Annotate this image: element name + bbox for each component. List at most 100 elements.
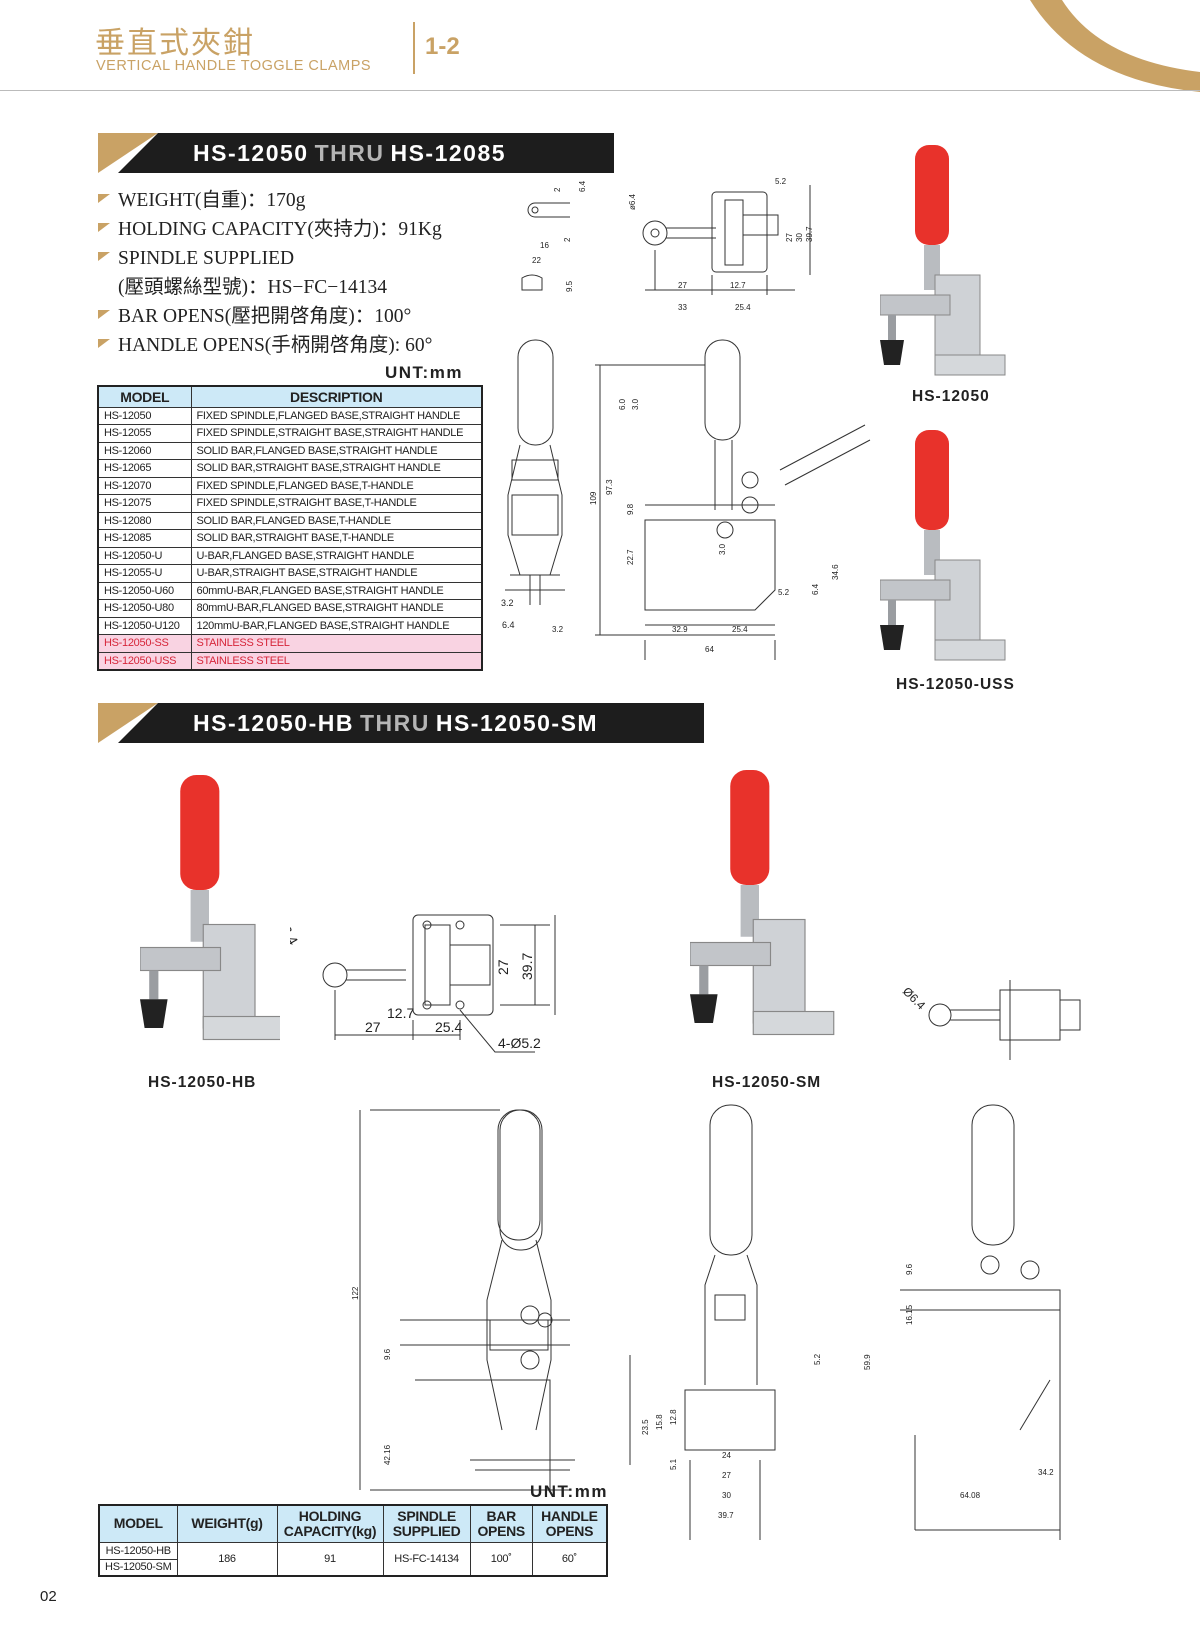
bullet-icon bbox=[98, 252, 110, 261]
col-spindle: SPINDLE SUPPLIED bbox=[382, 1504, 471, 1543]
table-row: HS-12050-SM bbox=[98, 1558, 607, 1577]
col-capacity: HOLDING CAPACITY(kg) bbox=[276, 1504, 384, 1543]
dim-label: 15.8 bbox=[655, 1414, 664, 1430]
dim-label: 34.2 bbox=[1038, 1468, 1054, 1477]
col-weight: WEIGHT(g) bbox=[176, 1504, 278, 1543]
cell-description: FIXED SPINDLE,STRAIGHT BASE,STRAIGHT HAN… bbox=[190, 424, 483, 443]
cell-description: 120mmU-BAR,FLANGED BASE,STRAIGHT HANDLE bbox=[190, 616, 483, 635]
dim-label: 6.4 bbox=[578, 180, 587, 192]
dim-label: 16.15 bbox=[905, 1304, 914, 1325]
product-photo-hs-12050-hb bbox=[140, 775, 280, 1041]
dim-label: 6.4 bbox=[502, 620, 515, 630]
photo-caption: HS-12050 bbox=[912, 388, 990, 405]
dim-label: 23.5 bbox=[641, 1419, 650, 1435]
cell-description: 60mmU-BAR,FLANGED BASE,STRAIGHT HANDLE bbox=[190, 581, 483, 600]
dim-label: 27 bbox=[785, 233, 794, 242]
dim-label: 6.4 bbox=[811, 583, 820, 595]
dim-label: 42.16 bbox=[383, 1444, 392, 1465]
cell-description: U-BAR,FLANGED BASE,STRAIGHT HANDLE bbox=[190, 546, 483, 565]
spec-weight: WEIGHT(自重)：170g bbox=[118, 190, 306, 211]
col-handle-opens: HANDLE OPENS bbox=[531, 1504, 608, 1543]
dim-label: 64.08 bbox=[960, 1491, 981, 1500]
gold-arc-decoration bbox=[1030, 0, 1200, 92]
bullet-icon bbox=[98, 310, 110, 319]
cell-description: SOLID BAR,FLANGED BASE,STRAIGHT HANDLE bbox=[190, 441, 483, 460]
dim-label: 9.6 bbox=[905, 1263, 914, 1275]
cell-model: HS-12055 bbox=[97, 424, 192, 443]
banner-from: HS-12050-HB bbox=[193, 709, 354, 736]
dim-label: 109 bbox=[589, 491, 598, 505]
spindle-detail-drawing bbox=[521, 202, 570, 291]
dim-label: 22 bbox=[532, 256, 541, 265]
dim-label: 25.4 bbox=[732, 625, 748, 634]
spec-bar-opens: BAR OPENS(壓把開啓角度)：100° bbox=[118, 306, 412, 327]
sm-side-view bbox=[900, 1104, 1061, 1540]
product-photo-hs-12050-uss bbox=[880, 430, 1006, 661]
dim-label: 5.1 bbox=[669, 1458, 678, 1470]
cell-model: HS-12055-U bbox=[97, 564, 192, 583]
hb-side-view bbox=[359, 1109, 570, 1491]
cell-capacity: 91 bbox=[276, 1541, 384, 1577]
dim-label: 6.0 bbox=[618, 398, 627, 410]
cell-model: HS-12050-SS bbox=[97, 634, 192, 653]
cell-model: HS-12050-USS bbox=[97, 651, 192, 670]
dim-label: 122 bbox=[351, 1286, 360, 1300]
dim-label: 9.8 bbox=[626, 503, 635, 515]
dim-label: 9.6 bbox=[383, 1348, 392, 1360]
cell-model: HS-12050-U120 bbox=[97, 616, 192, 635]
cell-model: HS-12050 bbox=[97, 406, 192, 425]
cell-model: HS-12050-U60 bbox=[97, 581, 192, 600]
cell-handle-opens: 60˚ bbox=[531, 1541, 608, 1577]
dim-label: 27 bbox=[495, 959, 511, 975]
table-row: HS-12050-HB 186 91 HS-FC-14134 100˚ 60˚ bbox=[98, 1541, 608, 1577]
dim-label: 64 bbox=[705, 645, 714, 654]
dim-label: 32.9 bbox=[672, 625, 688, 634]
bullet-icon bbox=[98, 339, 110, 348]
cell-description: FIXED SPINDLE,STRAIGHT BASE,T-HANDLE bbox=[190, 494, 483, 513]
dim-label: 30 bbox=[795, 233, 804, 242]
cell-model: HS-12050-SM bbox=[98, 1558, 178, 1577]
dim-label: 27 bbox=[722, 1471, 731, 1480]
spec-spindle: SPINDLE SUPPLIED bbox=[118, 248, 295, 269]
dim-label: 9.5 bbox=[565, 280, 574, 292]
title-divider bbox=[413, 22, 415, 74]
technical-drawing-set2: Ø6.4 27 39.7 12.7 27 25.4 4-Ø5.2 Ø6.4 12… bbox=[290, 914, 1081, 1540]
col-model: MODEL bbox=[97, 385, 192, 408]
dim-label: 2 bbox=[553, 187, 562, 192]
dim-label: 34.6 bbox=[831, 564, 840, 580]
dim-label: ø6.4 bbox=[628, 193, 637, 210]
technical-drawing-set1: 2 6.4 16 2 22 9.5 ø6.4 5.2 27 30 39.7 27… bbox=[501, 177, 871, 660]
title-chinese: 垂直式夾鉗 bbox=[95, 26, 255, 61]
col-model: MODEL bbox=[98, 1504, 178, 1543]
cell-description: SOLID BAR,FLANGED BASE,T-HANDLE bbox=[190, 511, 483, 530]
banner-to: HS-12085 bbox=[390, 139, 507, 166]
spec-capacity: HOLDING CAPACITY(夾持力)：91Kg bbox=[118, 219, 442, 240]
dim-label: 5.2 bbox=[813, 1353, 822, 1365]
cell-spindle: HS-FC-14134 bbox=[382, 1541, 471, 1577]
side-view-drawing bbox=[595, 339, 871, 660]
dim-label: 27 bbox=[365, 1019, 381, 1035]
dim-label: 97.3 bbox=[605, 479, 614, 495]
sm-front-view bbox=[629, 1104, 776, 1540]
page-number: 02 bbox=[40, 1588, 57, 1605]
hb-plan-view bbox=[322, 914, 556, 1053]
dim-label: 25.4 bbox=[435, 1019, 462, 1035]
dim-label: 33 bbox=[678, 303, 687, 312]
dim-label: 39.7 bbox=[519, 953, 535, 980]
cell-weight: 186 bbox=[176, 1541, 278, 1577]
photo-caption: HS-12050-SM bbox=[712, 1074, 822, 1091]
cell-description: 80mmU-BAR,FLANGED BASE,STRAIGHT HANDLE bbox=[190, 599, 483, 618]
dim-label: 12.8 bbox=[669, 1409, 678, 1425]
dim-label: 3.0 bbox=[718, 543, 727, 555]
dim-label: 5.2 bbox=[775, 177, 787, 186]
bullet-icon bbox=[98, 194, 110, 203]
plan-view-drawing bbox=[642, 185, 811, 295]
